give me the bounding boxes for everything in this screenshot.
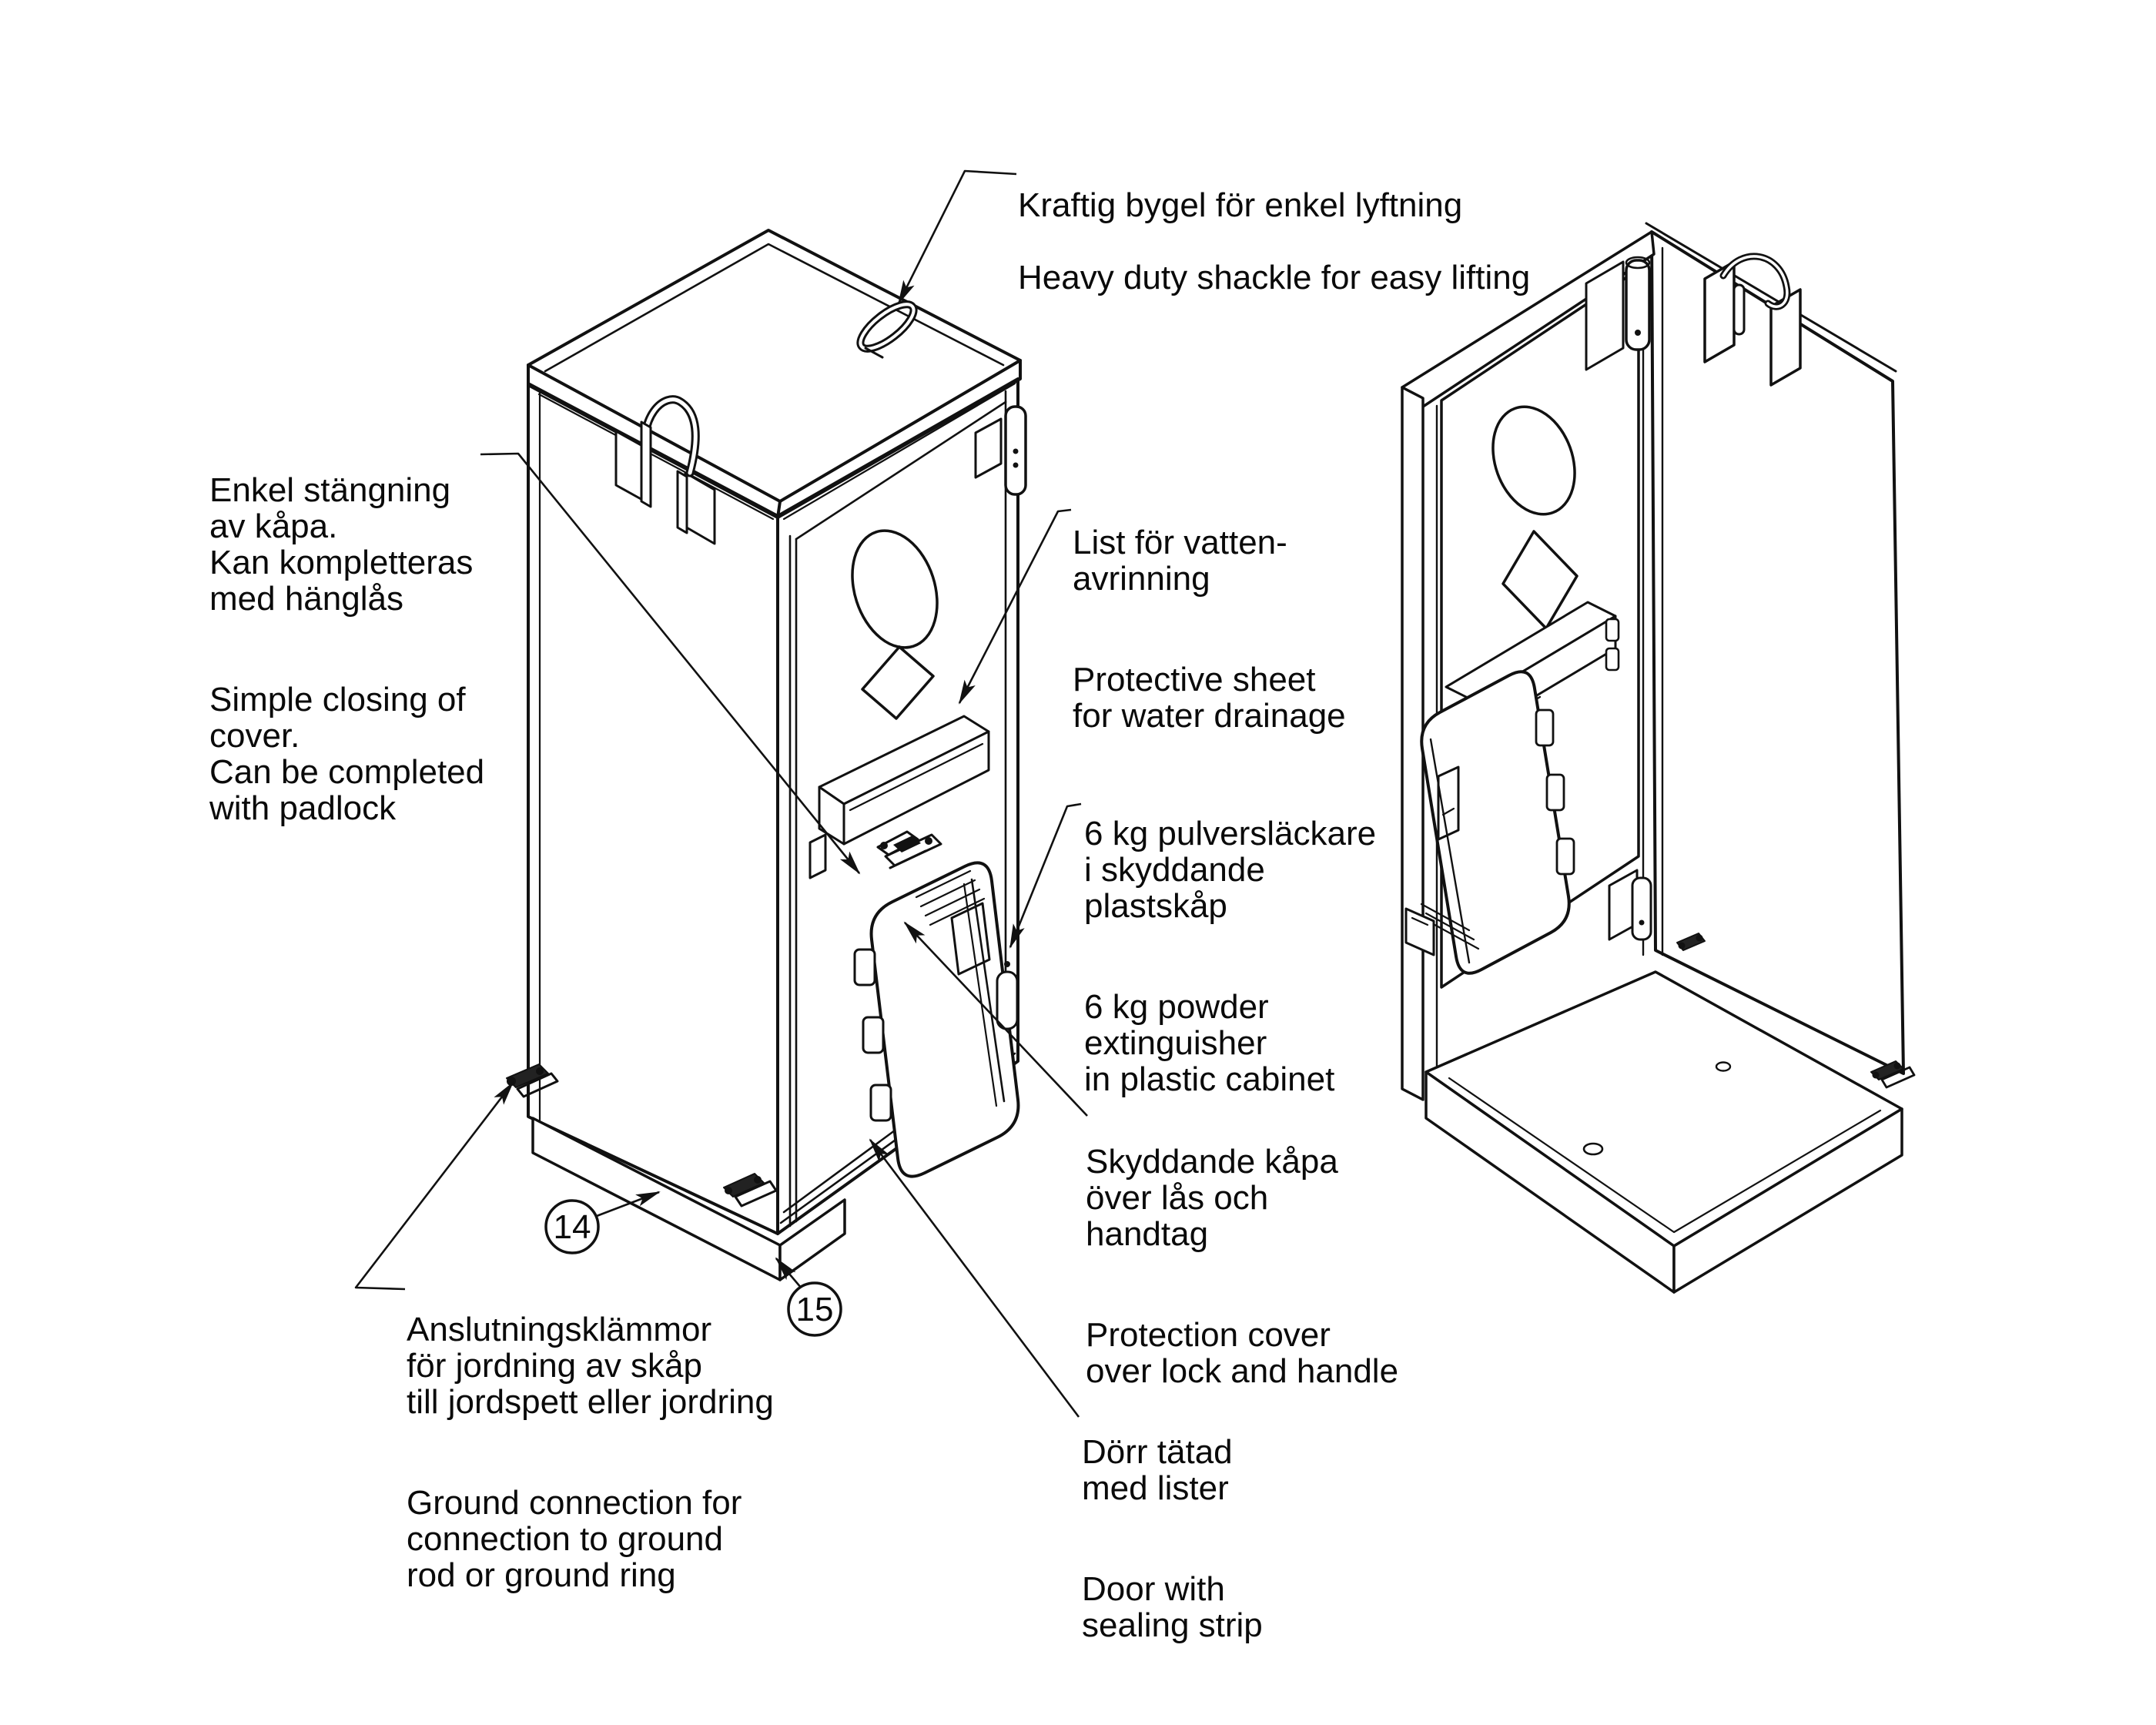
label-shackle-en: Heavy duty shackle for easy lifting — [1018, 259, 1531, 296]
door-holes — [851, 529, 939, 720]
leader-lines — [354, 169, 1088, 1418]
label-closing-en: Simple closing of cover. Can be complete… — [209, 681, 485, 827]
wall-hinge-bracket — [1404, 907, 1435, 956]
label-protection-cover-sv: Skyddande kåpa över lås och handtag — [1086, 1143, 1338, 1253]
leader-extinguisher — [1009, 802, 1082, 949]
label-shackle: Kraftig bygel för enkel lyftning Heavy d… — [1018, 151, 1530, 332]
leader-callout-14 — [596, 1191, 661, 1218]
ground-clamp-open-left — [1676, 933, 1706, 951]
leader-closing — [480, 452, 861, 875]
label-extinguisher-en: 6 kg powder extinguisher in plastic cabi… — [1084, 988, 1335, 1098]
label-ground-en: Ground connection for connection to grou… — [407, 1484, 742, 1594]
leader-protection-cover — [903, 921, 1088, 1117]
leader-shackle — [897, 169, 1017, 305]
label-drainage-en: Protective sheet for water drainage — [1073, 661, 1346, 735]
label-ground-sv: Anslutningsklämmor för jordning av skåp … — [407, 1311, 774, 1421]
cover-shackle — [1703, 253, 1802, 387]
label-door-seal-sv: Dörr tätad med lister — [1082, 1433, 1233, 1507]
label-closing-sv: Enkel stängning av kåpa. Kan komplettera… — [209, 471, 474, 618]
label-drainage: List för vatten- avrinning Protective sh… — [1073, 488, 1346, 770]
padlock-hasp — [614, 395, 716, 545]
cover-top-hinge — [1585, 256, 1651, 371]
drainage-rail — [818, 715, 990, 846]
label-closing: Enkel stängning av kåpa. Kan komplettera… — [209, 436, 484, 862]
leader-door-seal — [869, 1138, 1080, 1418]
label-shackle-sv: Kraftig bygel för enkel lyftning — [1018, 186, 1463, 224]
label-door-seal-en: Door with sealing strip — [1082, 1570, 1263, 1644]
leader-ground — [354, 1081, 514, 1291]
cover-mid-hinge — [1608, 869, 1652, 941]
cover-right-wall — [1642, 222, 1905, 1075]
ground-clamp-open-right — [1870, 1060, 1916, 1089]
callout-15-number: 15 — [796, 1291, 834, 1328]
door-latch — [808, 830, 942, 879]
leader-drainage — [958, 508, 1072, 705]
cabinet-lid — [527, 229, 1022, 521]
ground-clamp-right — [723, 1173, 778, 1208]
callout-14: 14 — [544, 1199, 600, 1254]
leader-callout-15 — [775, 1257, 802, 1289]
extinguisher-box-rear — [1420, 670, 1575, 975]
base-slab — [1424, 970, 1903, 1294]
callout-15: 15 — [787, 1281, 842, 1337]
label-drainage-sv: List för vatten- avrinning — [1073, 524, 1287, 598]
closed-cabinet-drawing — [506, 229, 1027, 1281]
label-ground: Anslutningsklämmor för jordning av skåp … — [407, 1275, 774, 1630]
open-cabinet-drawing — [1401, 222, 1916, 1294]
callout-14-number: 14 — [554, 1208, 591, 1246]
door-hinge-icon — [974, 405, 1027, 496]
lifting-shackle — [856, 300, 918, 359]
label-protection-cover-en: Protection cover over lock and handle — [1086, 1316, 1399, 1390]
label-extinguisher-sv: 6 kg pulversläckare i skyddande plastskå… — [1084, 815, 1377, 925]
label-protection-cover: Skyddande kåpa över lås och handtag Prot… — [1086, 1107, 1398, 1425]
label-extinguisher: 6 kg pulversläckare i skyddande plastskå… — [1084, 779, 1376, 1134]
label-door-seal: Dörr tätad med lister Door with sealing … — [1082, 1398, 1263, 1680]
